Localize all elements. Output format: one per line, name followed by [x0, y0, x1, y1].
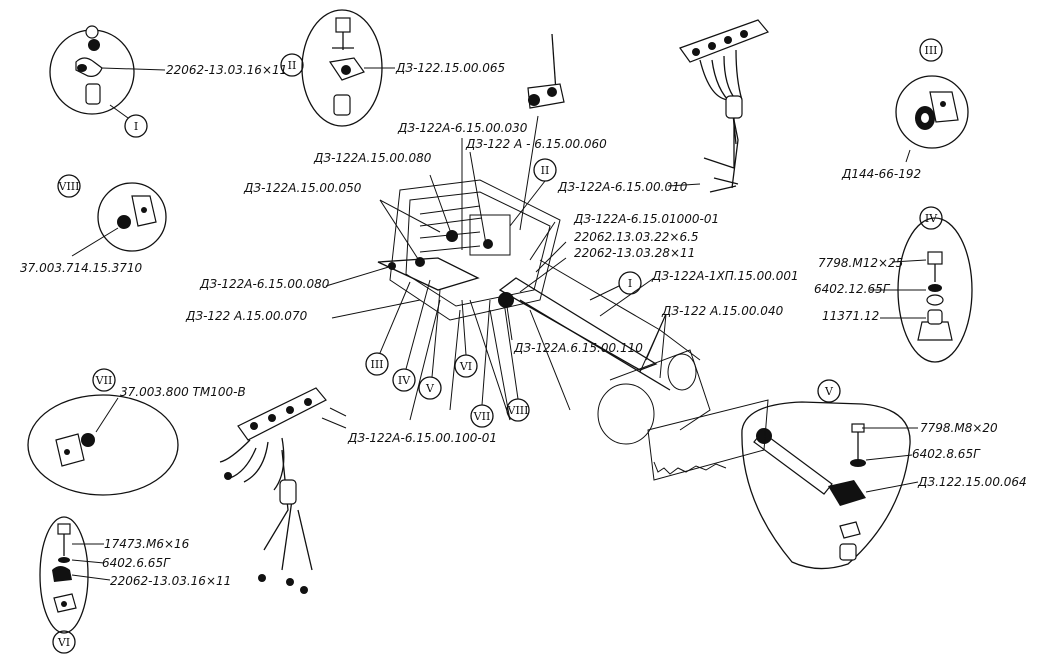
marker-main-I: I — [628, 277, 632, 290]
label-22062-13-03-28x11: 22062-13.03.28×11 — [574, 246, 695, 260]
marker-main-III: III — [370, 358, 383, 371]
label-dz-122a-1khp-15-00-001: ДЗ-122А-1ХП.15.00.001 — [651, 269, 799, 283]
harness-connector-top — [667, 19, 769, 193]
marker-detail-II: II — [288, 59, 297, 72]
label-d144-66-192: Д144-66-192 — [841, 167, 921, 181]
antenna-bracket — [527, 33, 565, 109]
marker-detail-IV: IV — [925, 212, 938, 225]
label-dz-122a-6-15-00-080: ДЗ-122А-6.15.00.080 — [199, 277, 330, 291]
label-dz-122-15-00-065: ДЗ-122.15.00.065 — [395, 61, 505, 75]
label-6402-6-65g: 6402.6.65Г — [102, 556, 171, 570]
detail-III — [895, 38, 969, 163]
label-dz-122-15-00-064: ДЗ.122.15.00.064 — [917, 475, 1027, 489]
label-17473-m6x16: 17473.М6×16 — [104, 537, 190, 551]
detail-IV — [870, 206, 973, 363]
bolt-part — [75, 25, 103, 105]
detail-I — [49, 25, 166, 138]
label-37-003-714: 37.003.714.15.3710 — [20, 261, 143, 275]
detail-VI — [39, 516, 111, 654]
label-dz-122a-6-15-00-010: ДЗ-122А-6.15.00.010 — [557, 180, 688, 194]
label-dz-122a-15-00-080: ДЗ-122А.15.00.080 — [313, 151, 432, 165]
label-dz-122a-6-15-00-030: ДЗ-122А-6.15.00.030 — [397, 121, 528, 135]
marker-main-VII: VII — [473, 410, 491, 423]
label-dz-122a-6-15-00-100-01: ДЗ-122А-6.15.00.100-01 — [347, 431, 497, 445]
marker-main-VIII: VIII — [507, 404, 529, 417]
label-6402-8-65g: 6402.8.65Г — [912, 447, 981, 461]
marker-main-V: V — [425, 382, 435, 395]
label-dz-122a-15-00-070: ДЗ-122 А.15.00.070 — [185, 309, 308, 323]
marker-detail-V: V — [824, 385, 834, 398]
label-dz-122a-15-00-050: ДЗ-122А.15.00.050 — [243, 181, 362, 195]
marker-detail-III: III — [924, 44, 937, 57]
marker-detail-VI: VI — [57, 636, 70, 649]
marker-main-II: II — [541, 164, 550, 177]
marker-detail-I: I — [134, 120, 138, 133]
marker-detail-VIII: VIII — [58, 180, 80, 193]
main-machine — [325, 115, 769, 481]
detail-V — [741, 379, 919, 570]
label-7798-m8x20: 7798.М8×20 — [920, 421, 998, 435]
detail-II — [280, 9, 395, 127]
label-11371-12: 11371.12 — [822, 309, 879, 323]
marker-main-IV: IV — [398, 374, 411, 387]
label-7798-m12x25: 7798.М12×25 — [818, 256, 903, 270]
label-dz-122a-6-15-00-110: ДЗ-122А.6.15.00.110 — [513, 341, 643, 355]
detail-VII — [27, 368, 179, 496]
label-22062-13-03-22x6-5: 22062.13.03.22×6.5 — [574, 230, 699, 244]
marker-detail-VII: VII — [95, 374, 113, 387]
label-dz-122a-6-15-00-060: ДЗ-122 А - 6.15.00.060 — [465, 137, 607, 151]
label-37-003-800: 37.003.800 ТМ100-В — [120, 385, 246, 399]
label-dz-122a-15-00-040: ДЗ-122 А.15.00.040 — [661, 304, 784, 318]
label-22062-13-03-16: 22062-13.03.16×11 — [166, 63, 287, 77]
harness-connector-bottom — [219, 387, 347, 594]
detail-VIII — [57, 174, 167, 257]
label-6402-12-65g: 6402.12.65Г — [814, 282, 891, 296]
marker-main-VI: VI — [459, 360, 472, 373]
label-dz-122a-6-15-01000-01: ДЗ-122А-6.15.01000-01 — [573, 212, 719, 226]
label-22062-13-03-16-b: 22062-13.03.16×11 — [110, 574, 231, 588]
